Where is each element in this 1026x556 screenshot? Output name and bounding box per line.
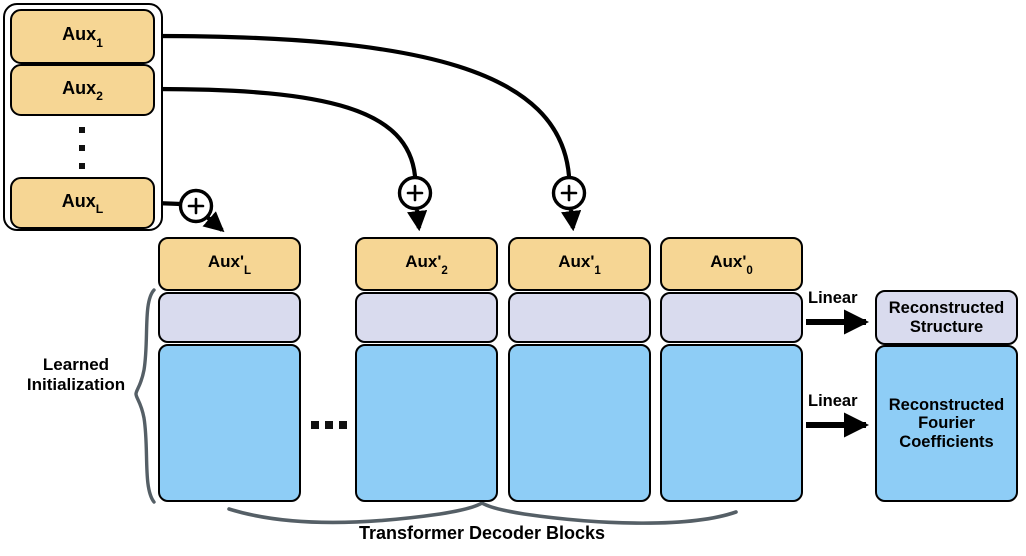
- decoder-block-2-aux-segment[interactable]: Aux'2: [355, 237, 498, 291]
- bottom-brace: [227, 500, 738, 525]
- linear-label-structure: Linear: [808, 289, 858, 307]
- edge-aux1-to-adder3: [152, 33, 572, 179]
- arrow-adder2-to-block2: [407, 209, 428, 232]
- decoder-block-2-body-segment[interactable]: [355, 344, 498, 502]
- decoder-block-3-label: Aux'1: [558, 252, 601, 277]
- reconstructed-structure-label: Reconstructed Structure: [888, 299, 1005, 336]
- decoder-block-2-middle-segment[interactable]: [355, 292, 498, 343]
- arrow-adder1-to-block1: [202, 211, 225, 233]
- decoder-block-1-label: Aux'L: [207, 252, 252, 277]
- decoder-block-1-body-segment[interactable]: [158, 344, 301, 502]
- decoder-block-1-middle-segment[interactable]: [158, 292, 301, 343]
- aux-box-1-label: Aux1: [62, 24, 103, 50]
- adder-circle-2: [397, 175, 433, 211]
- left-brace: [134, 288, 156, 504]
- decoder-block-3-aux-segment[interactable]: Aux'1: [508, 237, 651, 291]
- decoder-block-4-middle-segment[interactable]: [660, 292, 803, 343]
- adder-circle-3: [551, 175, 587, 211]
- decoder-blocks-ellipsis-icon: [311, 421, 347, 429]
- aux-box-L[interactable]: AuxL: [10, 177, 155, 229]
- reconstructed-fourier-label: Reconstructed Fourier Coefficients: [888, 395, 1005, 451]
- edge-aux2-to-adder2: [152, 86, 418, 179]
- learned-initialization-label: Learned Initialization: [20, 355, 132, 396]
- reconstructed-fourier-box[interactable]: Reconstructed Fourier Coefficients: [875, 345, 1018, 502]
- aux-box-L-label: AuxL: [61, 190, 104, 217]
- reconstructed-structure-box[interactable]: Reconstructed Structure: [875, 290, 1018, 345]
- arrow-adder3-to-block3: [561, 209, 582, 232]
- linear-label-fourier: Linear: [808, 392, 858, 410]
- aux-box-2-label: Aux2: [62, 77, 103, 104]
- decoder-block-4-label: Aux'0: [710, 252, 753, 277]
- learned-initialization-line1: Learned: [42, 355, 110, 374]
- aux-box-2[interactable]: Aux2: [10, 64, 155, 116]
- decoder-block-4-aux-segment[interactable]: Aux'0: [660, 237, 803, 291]
- aux-box-1[interactable]: Aux1: [10, 9, 155, 64]
- decoder-block-4-body-segment[interactable]: [660, 344, 803, 502]
- decoder-block-2-label: Aux'2: [405, 252, 448, 277]
- transformer-decoder-blocks-label: Transformer Decoder Blocks: [358, 523, 606, 543]
- decoder-block-1-aux-segment[interactable]: Aux'L: [158, 237, 301, 291]
- learned-initialization-line2: Initialization: [26, 375, 126, 395]
- decoder-block-3-middle-segment[interactable]: [508, 292, 651, 343]
- aux-stack-vertical-ellipsis-icon: [79, 127, 85, 169]
- adder-circle-1: [178, 188, 214, 224]
- decoder-block-3-body-segment[interactable]: [508, 344, 651, 502]
